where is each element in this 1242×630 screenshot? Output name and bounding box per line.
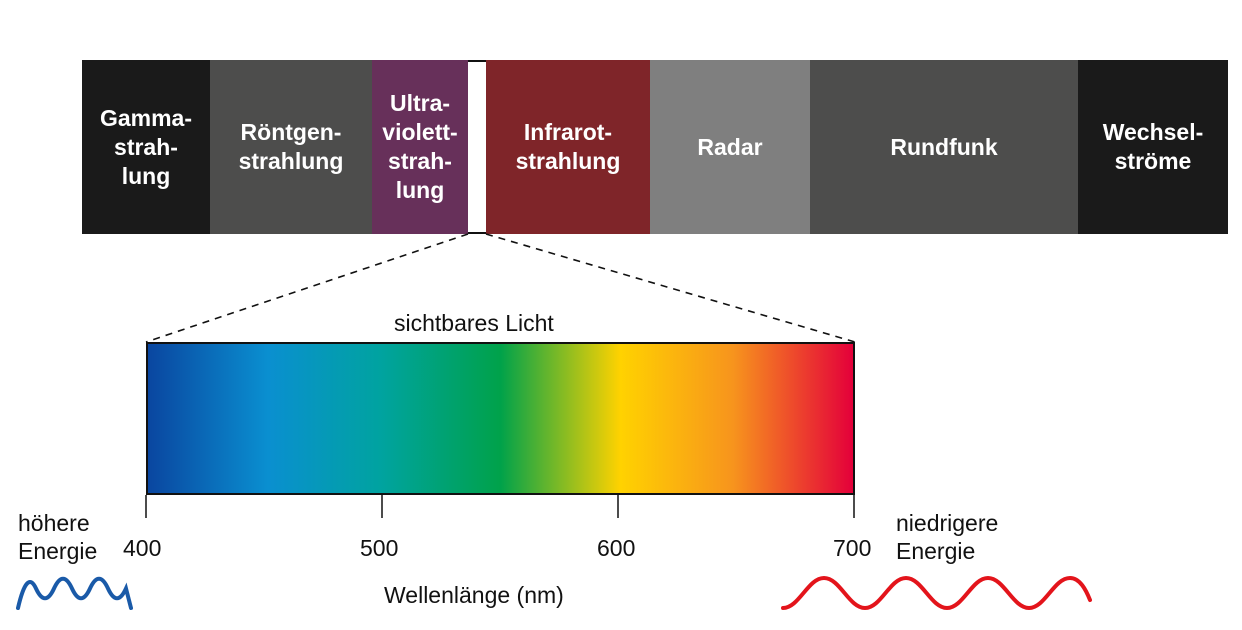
axis-tick-label-500: 500 xyxy=(360,535,399,561)
band-infrared: Infrarot- strahlung xyxy=(486,60,650,234)
band-xray: Röntgen- strahlung xyxy=(210,60,372,234)
short-wave-icon xyxy=(16,576,133,610)
band-radar-label: Radar xyxy=(697,133,763,160)
band-visible-slot xyxy=(468,60,486,234)
band-infrared-label: Infrarot- strahlung xyxy=(515,119,621,174)
band-radio-label: Rundfunk xyxy=(890,133,998,160)
lower-energy-label: niedrigere Energie xyxy=(896,510,999,564)
long-wave-icon xyxy=(781,575,1092,611)
band-ac-label: Wechsel- ströme xyxy=(1102,119,1204,174)
band-uv-label: Ultra- violett- strah- lung xyxy=(382,90,458,203)
axis-label: Wellenlänge (nm) xyxy=(384,582,564,608)
axis-tick-label-700: 700 xyxy=(833,535,872,561)
zoom-line-left xyxy=(145,233,469,343)
band-xray-label: Röntgen- strahlung xyxy=(238,119,344,174)
band-ac: Wechsel- ströme xyxy=(1078,60,1228,234)
axis-tick-label-600: 600 xyxy=(597,535,636,561)
axis-tick-label-400: 400 xyxy=(123,535,162,561)
visible-light-title: sichtbares Licht xyxy=(394,310,554,336)
higher-energy-label: höhere Energie xyxy=(18,510,98,564)
band-uv: Ultra- violett- strah- lung xyxy=(372,60,468,234)
band-radar: Radar xyxy=(650,60,810,234)
band-gamma-label: Gamma- strah- lung xyxy=(99,104,193,189)
band-radio: Rundfunk xyxy=(810,60,1078,234)
visible-spectrum-bar xyxy=(146,342,855,495)
band-gamma: Gamma- strah- lung xyxy=(82,60,210,234)
